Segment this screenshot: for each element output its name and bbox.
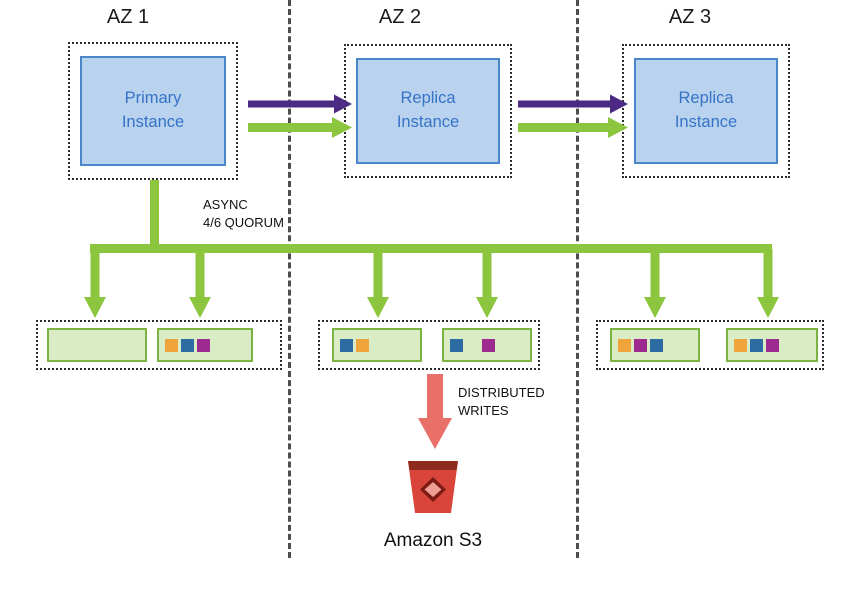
replica-instance-node-2: Replica Instance (634, 58, 778, 164)
az1-label: AZ 1 (106, 6, 150, 28)
orange-data-segment (734, 338, 747, 352)
async-quorum-note: ASYNC 4/6 QUORUM (203, 197, 284, 230)
fanout-arrowhead-2 (189, 297, 211, 318)
fanout-arrowhead-4 (476, 297, 498, 318)
fanout-drop-2 (195, 249, 205, 299)
purple-arrow-replica1-to-replica2 (518, 94, 628, 114)
s3-cube-inner (424, 482, 442, 497)
az3-instance-container: Replica Instance (622, 44, 790, 178)
distributed-writes-arrow (418, 374, 452, 449)
storage-node-1 (47, 328, 147, 362)
orange-data-segment (165, 338, 178, 352)
az2-label: AZ 2 (378, 6, 422, 28)
storage-node-4 (442, 328, 532, 362)
storage-node-2 (157, 328, 253, 362)
fanout-arrowhead-6 (757, 297, 779, 318)
distributed-writes-note: DISTRIBUTED WRITES (458, 385, 545, 418)
az3-label: AZ 3 (668, 6, 712, 28)
primary-instance-node: Primary Instance (80, 56, 226, 166)
az2-storage-group (318, 320, 540, 370)
az2-instance-container: Replica Instance (344, 44, 512, 178)
fanout-arrowhead-1 (84, 297, 106, 318)
s3-bucket-lip (408, 461, 458, 470)
blue-data-segment (181, 338, 194, 352)
magenta-data-segment (197, 338, 210, 352)
amazon-s3-icon (408, 461, 458, 513)
fanout-drop-5 (650, 249, 660, 299)
writes-arrowhead (418, 418, 452, 449)
fanout-feed-line (150, 180, 159, 248)
blue-data-segment (750, 338, 763, 352)
az3-storage-group (596, 320, 824, 370)
storage-node-3 (332, 328, 422, 362)
fanout-drop-1 (90, 249, 100, 299)
orange-data-segment (356, 338, 369, 352)
quorum-write-fanout (84, 180, 779, 318)
az-divider-2 (576, 0, 579, 558)
replica-instance-node-1: Replica Instance (356, 58, 500, 164)
fanout-drop-4 (482, 249, 492, 299)
green-arrow-primary-to-replica1 (248, 117, 352, 138)
blue-data-segment (340, 338, 353, 352)
magenta-data-segment (766, 338, 779, 352)
fanout-arrowhead-3 (367, 297, 389, 318)
orange-data-segment (618, 338, 631, 352)
storage-node-6 (726, 328, 818, 362)
fanout-drop-6 (763, 249, 773, 299)
purple-arrow-primary-to-replica1 (248, 94, 352, 114)
storage-node-5 (610, 328, 700, 362)
az1-instance-container: Primary Instance (68, 42, 238, 180)
magenta-data-segment (482, 338, 495, 352)
magenta-data-segment (634, 338, 647, 352)
az1-storage-group (36, 320, 282, 370)
amazon-s3-label: Amazon S3 (383, 530, 483, 551)
blue-data-segment (450, 338, 463, 352)
green-arrow-replica1-to-replica2 (518, 117, 628, 138)
writes-arrow-shaft (427, 374, 443, 420)
blue-data-segment (650, 338, 663, 352)
az-divider-1 (288, 0, 291, 558)
fanout-drop-3 (373, 249, 383, 299)
fanout-horizontal-bar (90, 244, 772, 253)
fanout-arrowhead-5 (644, 297, 666, 318)
